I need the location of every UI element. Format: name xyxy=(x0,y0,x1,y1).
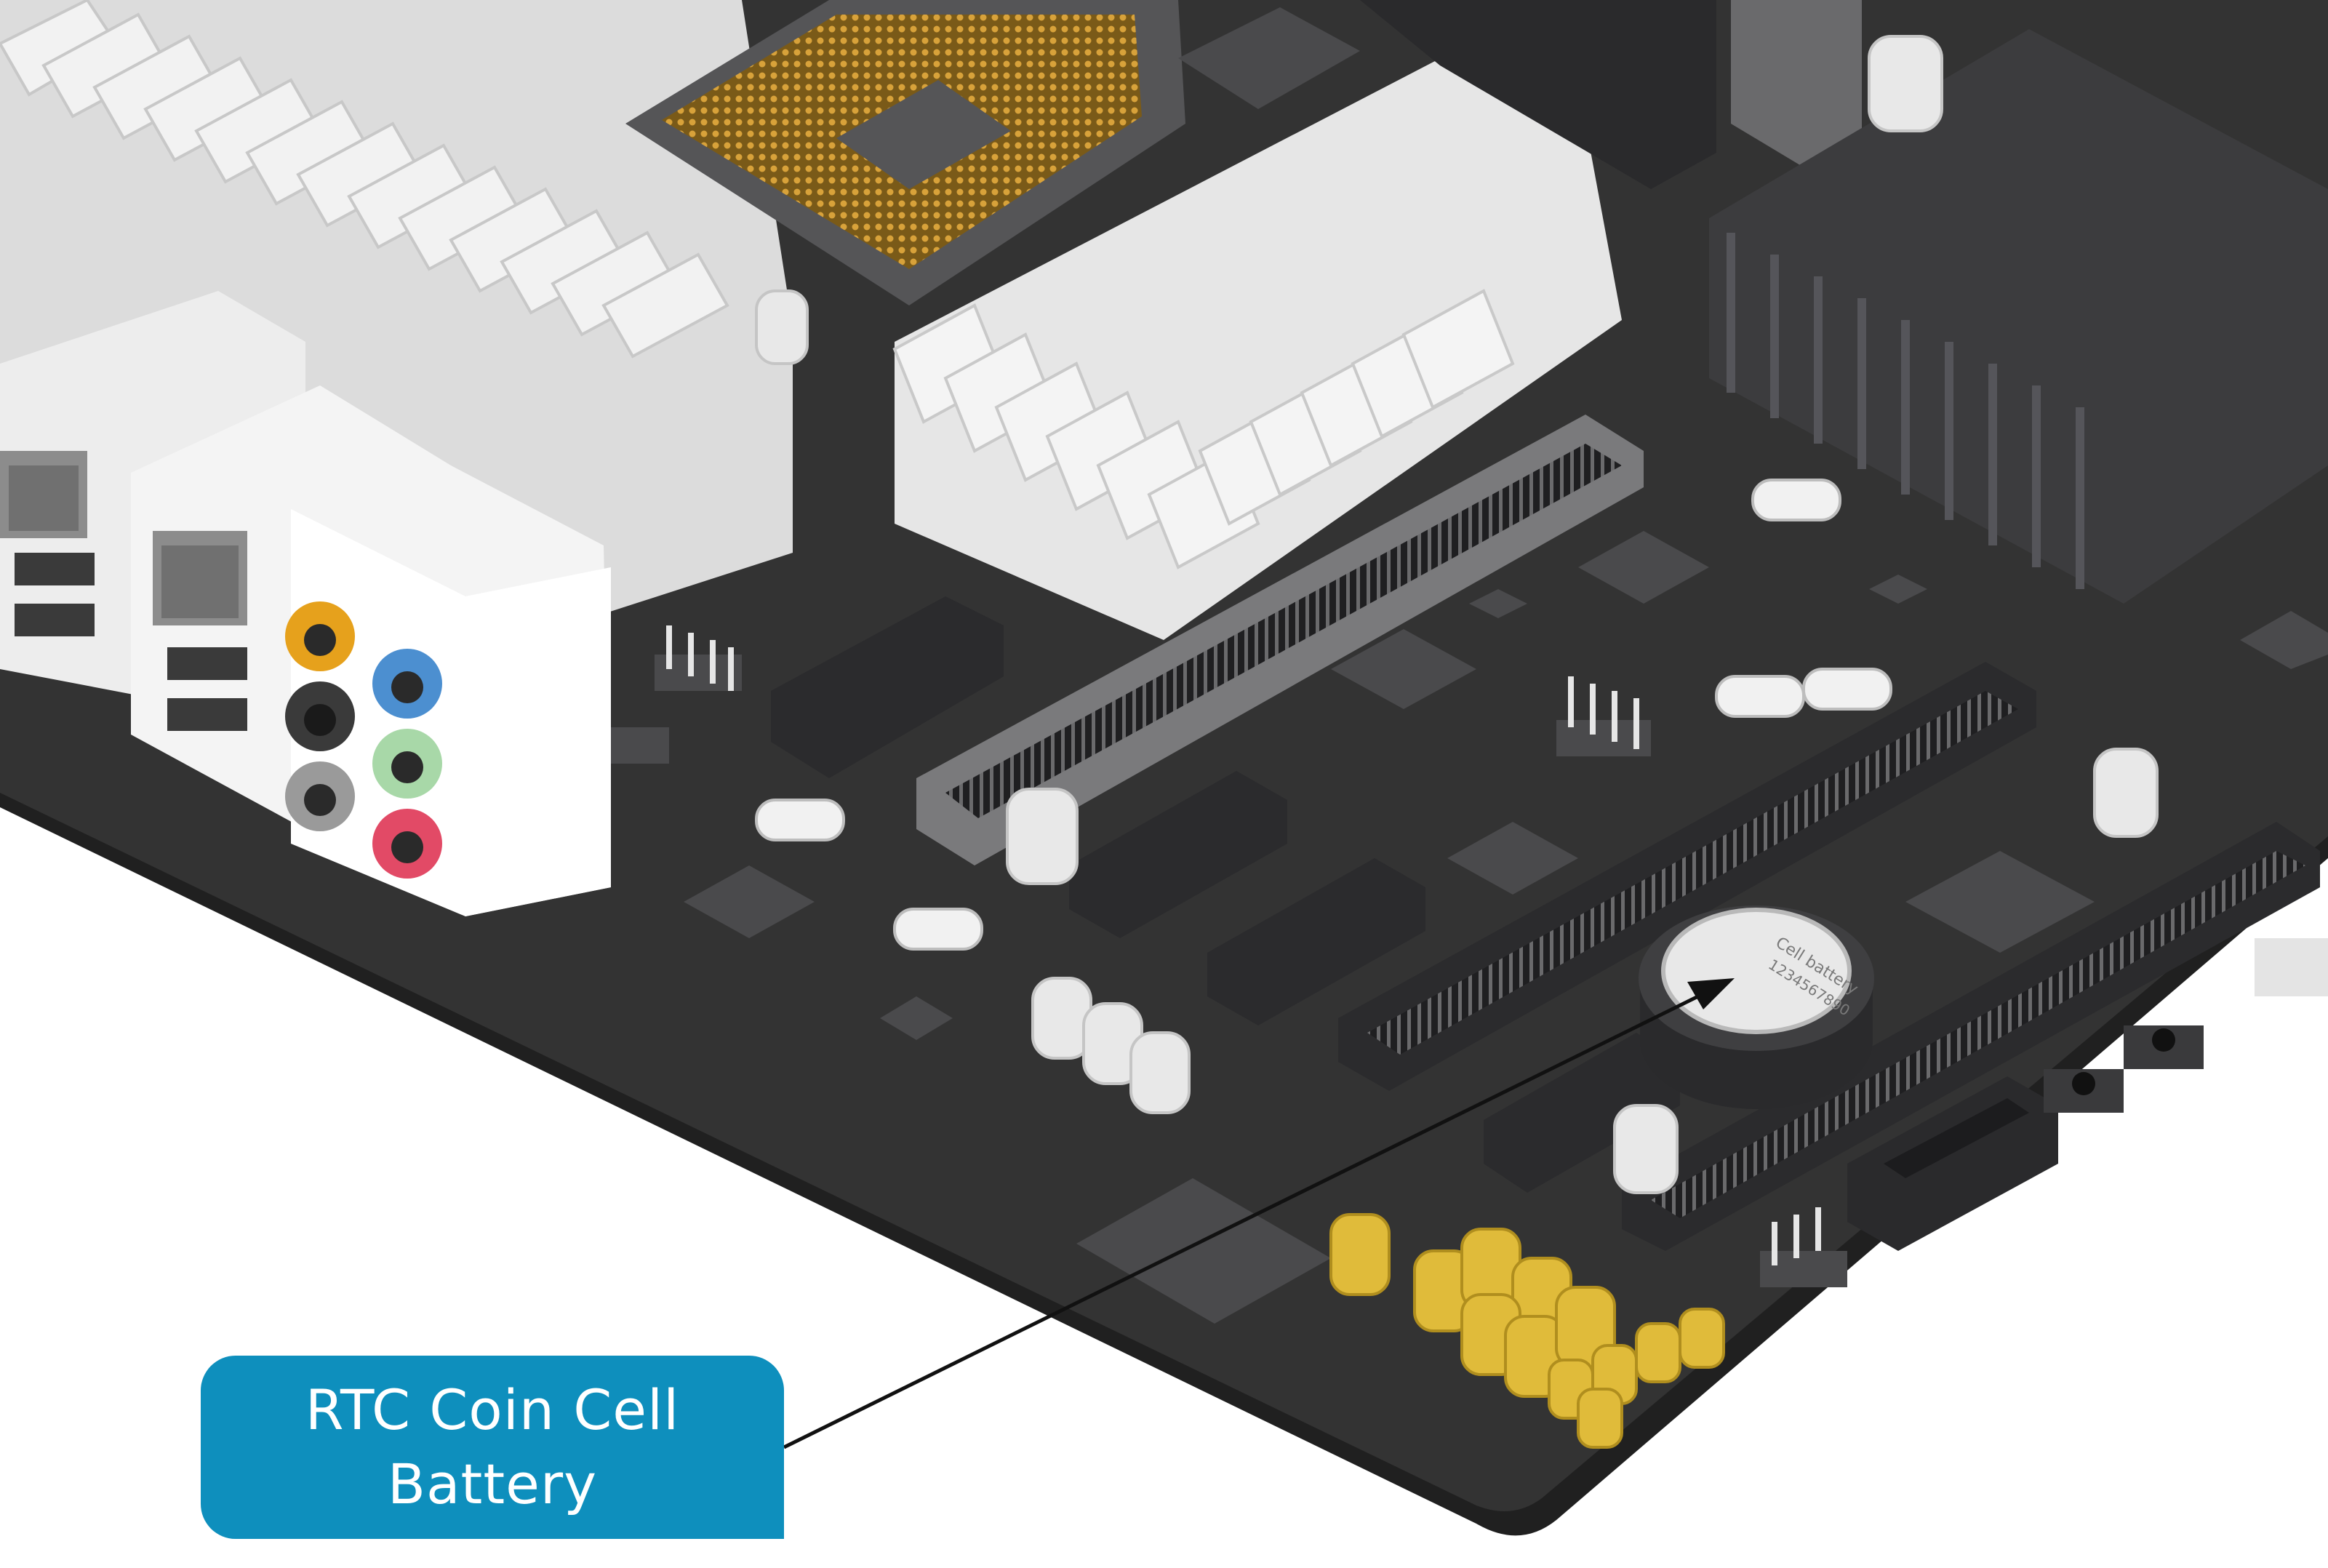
callout-label: RTC Coin Cell Battery xyxy=(305,1377,680,1516)
chipset-heatsink xyxy=(1709,29,2328,604)
cpu-socket xyxy=(625,0,1185,305)
rear-io-ports xyxy=(0,291,611,916)
ram-slots xyxy=(1360,0,1862,189)
crystal-oscillators xyxy=(755,479,1892,951)
audio-jacks xyxy=(285,601,442,879)
power-regulator-blocks xyxy=(0,0,793,625)
arrowhead-icon xyxy=(1687,978,1735,1009)
vrm-block xyxy=(892,51,1622,640)
callout-box: RTC Coin Cell Battery xyxy=(201,1356,784,1539)
pin-headers xyxy=(604,625,1847,1287)
smd-chips xyxy=(684,7,2328,1324)
callout-leader-line xyxy=(783,978,1735,1449)
white-capacitors xyxy=(755,35,2159,1194)
front-panel-connector xyxy=(1847,938,2328,1251)
solid-capacitors xyxy=(1329,1213,1725,1449)
pcie-slots xyxy=(771,415,2320,1251)
